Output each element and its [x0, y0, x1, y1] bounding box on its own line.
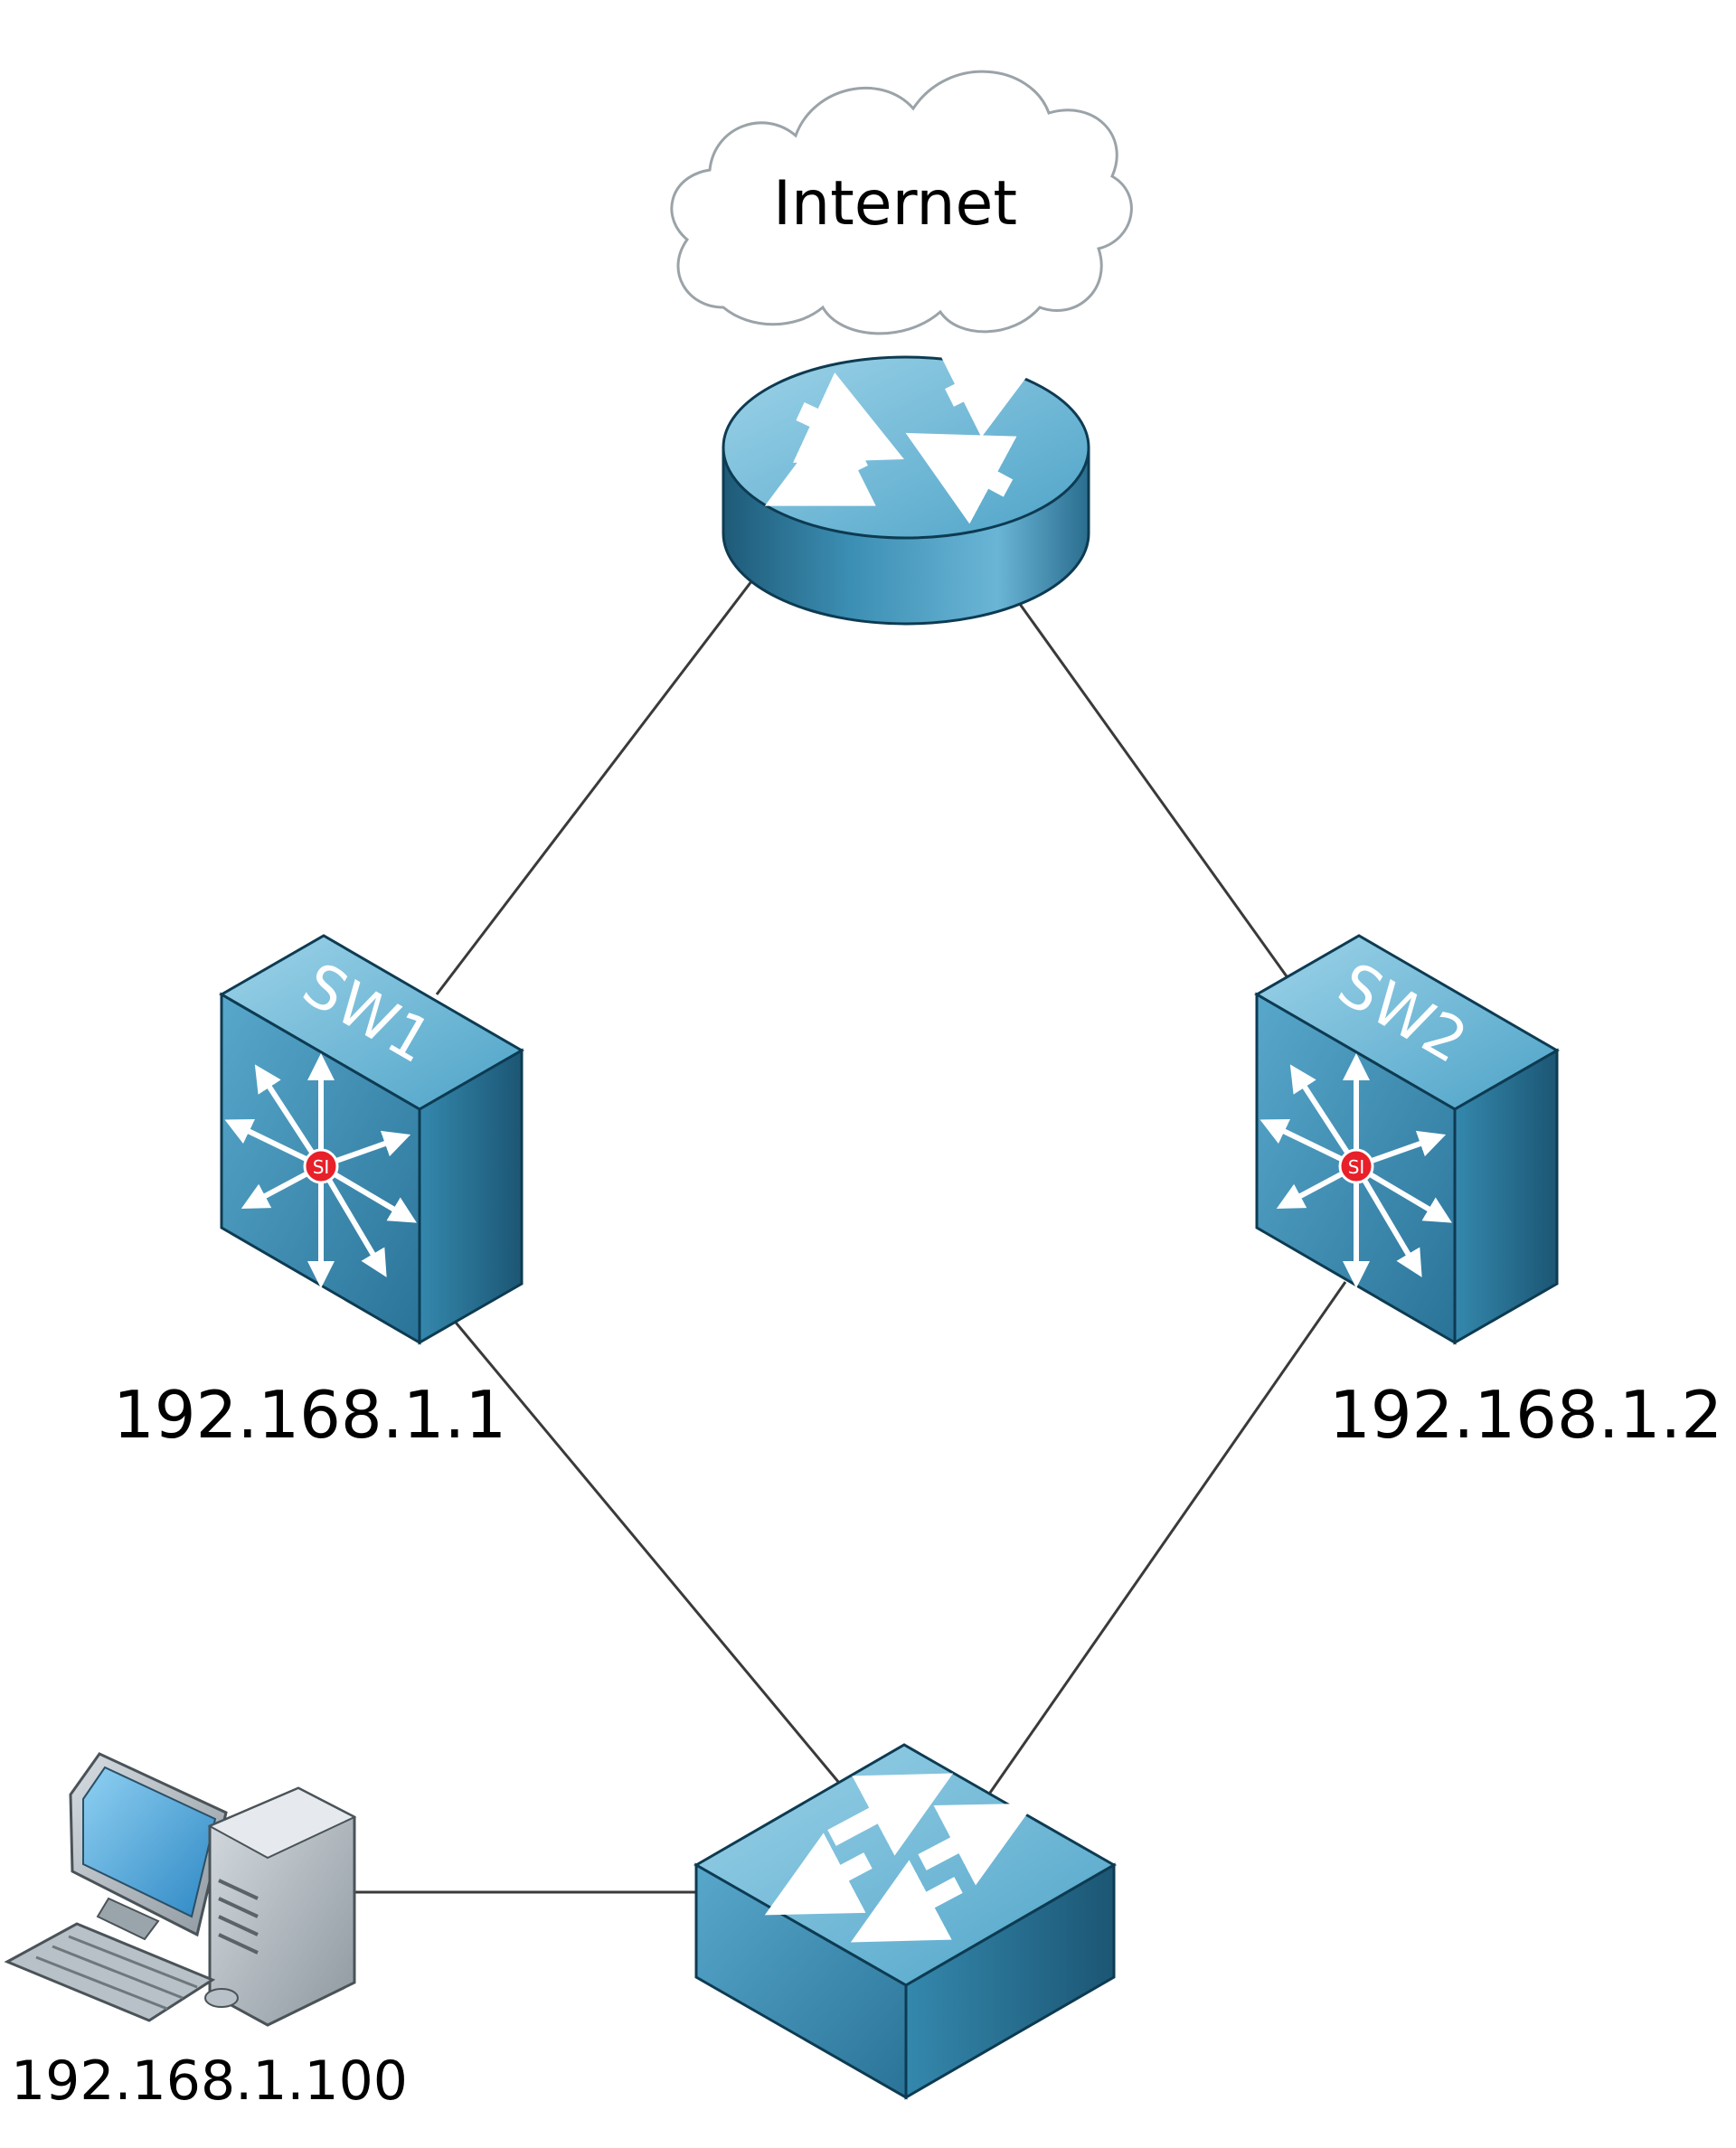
- pc-ip-label: 192.168.1.100: [11, 2049, 408, 2113]
- sw1-si-badge: [303, 1148, 339, 1184]
- cloud-icon: [670, 70, 1133, 335]
- sw2-si-badge: [1338, 1148, 1374, 1184]
- links: [355, 572, 1347, 1894]
- link-router-sw2: [1015, 599, 1288, 977]
- router-icon: [722, 348, 1090, 626]
- sw2-ip-label: 192.168.1.2: [1329, 1377, 1722, 1453]
- link-sw1-access-switch: [450, 1317, 845, 1789]
- sw2: SI SW2 192.168.1.2: [1254, 934, 1722, 1453]
- router: [722, 348, 1090, 626]
- sw1-multilayer-switch-icon: SI: [219, 934, 524, 1345]
- access-switch: [693, 1743, 1118, 2100]
- sw2-multilayer-switch-icon: SI: [1254, 934, 1560, 1345]
- link-router-sw1: [435, 572, 760, 995]
- internet-cloud: Internet: [670, 70, 1133, 335]
- sw1: SI SW1 192.168.1.1: [113, 934, 524, 1453]
- link-sw2-access-switch: [988, 1281, 1347, 1794]
- sw1-ip-label: 192.168.1.1: [113, 1377, 506, 1453]
- sw1-si-badge-text: SI: [313, 1156, 330, 1178]
- workstation-icon: [4, 1752, 357, 2027]
- workgroup-switch-icon: [693, 1743, 1118, 2100]
- pc: 192.168.1.100: [4, 1752, 408, 2113]
- sw2-si-badge-text: SI: [1348, 1156, 1365, 1178]
- cloud-label: Internet: [773, 168, 1017, 240]
